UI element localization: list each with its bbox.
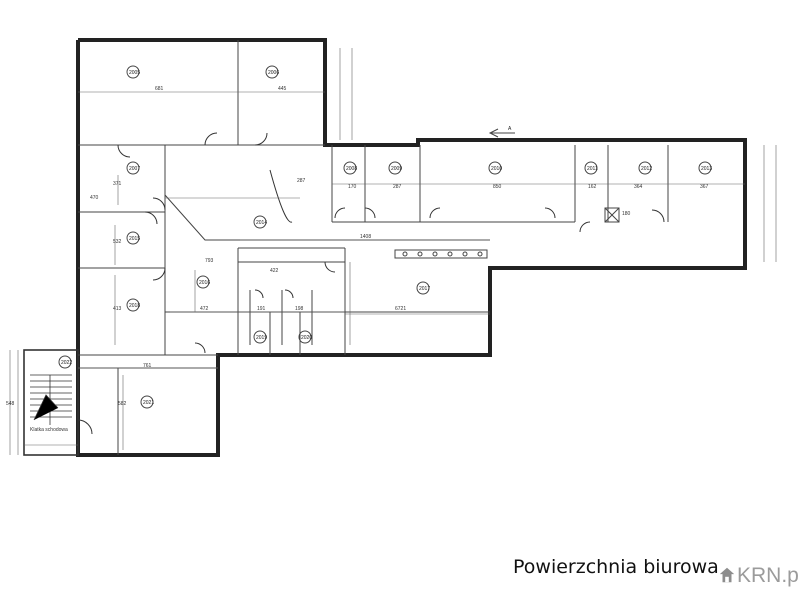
dim-371: 371: [113, 181, 122, 187]
room-2013-label: 2013: [701, 166, 712, 172]
dim-850: 850: [493, 184, 502, 190]
room-2014-label: 2014: [256, 220, 267, 226]
room-2017-label: 2017: [419, 286, 430, 292]
room-2005: 2005: [126, 65, 140, 79]
room-labels: 2005 2006 2007 2008 2009 2010 2011 2012 …: [58, 65, 712, 409]
interior-walls: [78, 40, 669, 455]
dimension-lines: [9, 48, 777, 455]
room-2019: 2019: [253, 330, 267, 344]
room-2015-label: 2015: [129, 236, 140, 242]
room-2012: 2012: [638, 161, 652, 175]
dim-422: 422: [270, 268, 279, 274]
doors: [77, 132, 665, 435]
outer-walls: [23, 38, 747, 457]
room-2019-label: 2019: [256, 335, 267, 341]
elevator-shaft: [604, 207, 620, 223]
watermark-logo: KRN.pl: [718, 564, 800, 588]
room-2017: 2017: [416, 281, 430, 295]
dim-6721: 6721: [395, 306, 406, 312]
dim-681: 681: [155, 86, 164, 92]
caption: Powierzchnia biurowa: [513, 556, 719, 578]
dim-548: 548: [6, 401, 15, 407]
room-2008-label: 2008: [346, 166, 357, 172]
room-2016-label: 2016: [199, 280, 210, 286]
room-2022: 2022: [58, 355, 72, 369]
room-2012-label: 2012: [641, 166, 652, 172]
dim-367: 367: [700, 184, 709, 190]
dim-170: 170: [348, 184, 357, 190]
room-2005-label: 2005: [129, 70, 140, 76]
staircase: [30, 374, 72, 425]
dim-793: 793: [205, 258, 214, 264]
room-2007-label: 2007: [129, 166, 140, 172]
dim-472: 472: [200, 306, 209, 312]
dimension-numbers: 681 445 371 287 170 287 850 162 364 367 …: [6, 86, 709, 433]
dim-191: 191: [257, 306, 266, 312]
dim-413: 413: [113, 306, 122, 312]
room-2018: 2018: [126, 298, 140, 312]
room-2020: 2020: [298, 330, 312, 344]
dim-532: 532: [113, 239, 122, 245]
dim-582: 582: [118, 401, 127, 407]
room-2020-label: 2020: [301, 335, 312, 341]
room-2006-label: 2006: [268, 70, 279, 76]
room-2011-label: 2011: [587, 166, 598, 172]
room-2021-label: 2021: [143, 400, 154, 406]
room-2022-label: 2022: [61, 360, 72, 366]
section-arrow: A: [488, 126, 515, 138]
room-2016: 2016: [196, 275, 210, 289]
dim-162: 162: [588, 184, 597, 190]
dim-761: 761: [143, 363, 152, 369]
stair-label: Klatka schodowa: [30, 427, 68, 433]
room-2007: 2007: [126, 161, 140, 175]
room-2009: 2009: [388, 161, 402, 175]
watermark-text: KRN.pl: [737, 564, 800, 587]
room-2015: 2015: [126, 231, 140, 245]
dim-287: 287: [297, 178, 306, 184]
house-icon: [719, 567, 735, 583]
dim-180: 180: [622, 211, 631, 217]
room-2014: 2014: [253, 215, 267, 229]
room-2011: 2011: [584, 161, 598, 175]
room-2018-label: 2018: [129, 303, 140, 309]
room-2008: 2008: [343, 161, 357, 175]
dim-1408: 1408: [360, 234, 371, 240]
room-2009-label: 2009: [391, 166, 402, 172]
dim-364: 364: [634, 184, 643, 190]
dim-287b: 287: [393, 184, 402, 190]
sanitary-row: [394, 249, 488, 259]
dim-470: 470: [90, 195, 99, 201]
room-2013: 2013: [698, 161, 712, 175]
room-2021: 2021: [140, 395, 154, 409]
room-2010-label: 2010: [491, 166, 502, 172]
room-2010: 2010: [488, 161, 502, 175]
svg-text:A: A: [508, 126, 512, 132]
dim-445: 445: [278, 86, 287, 92]
dim-198: 198: [295, 306, 304, 312]
room-2006: 2006: [265, 65, 279, 79]
